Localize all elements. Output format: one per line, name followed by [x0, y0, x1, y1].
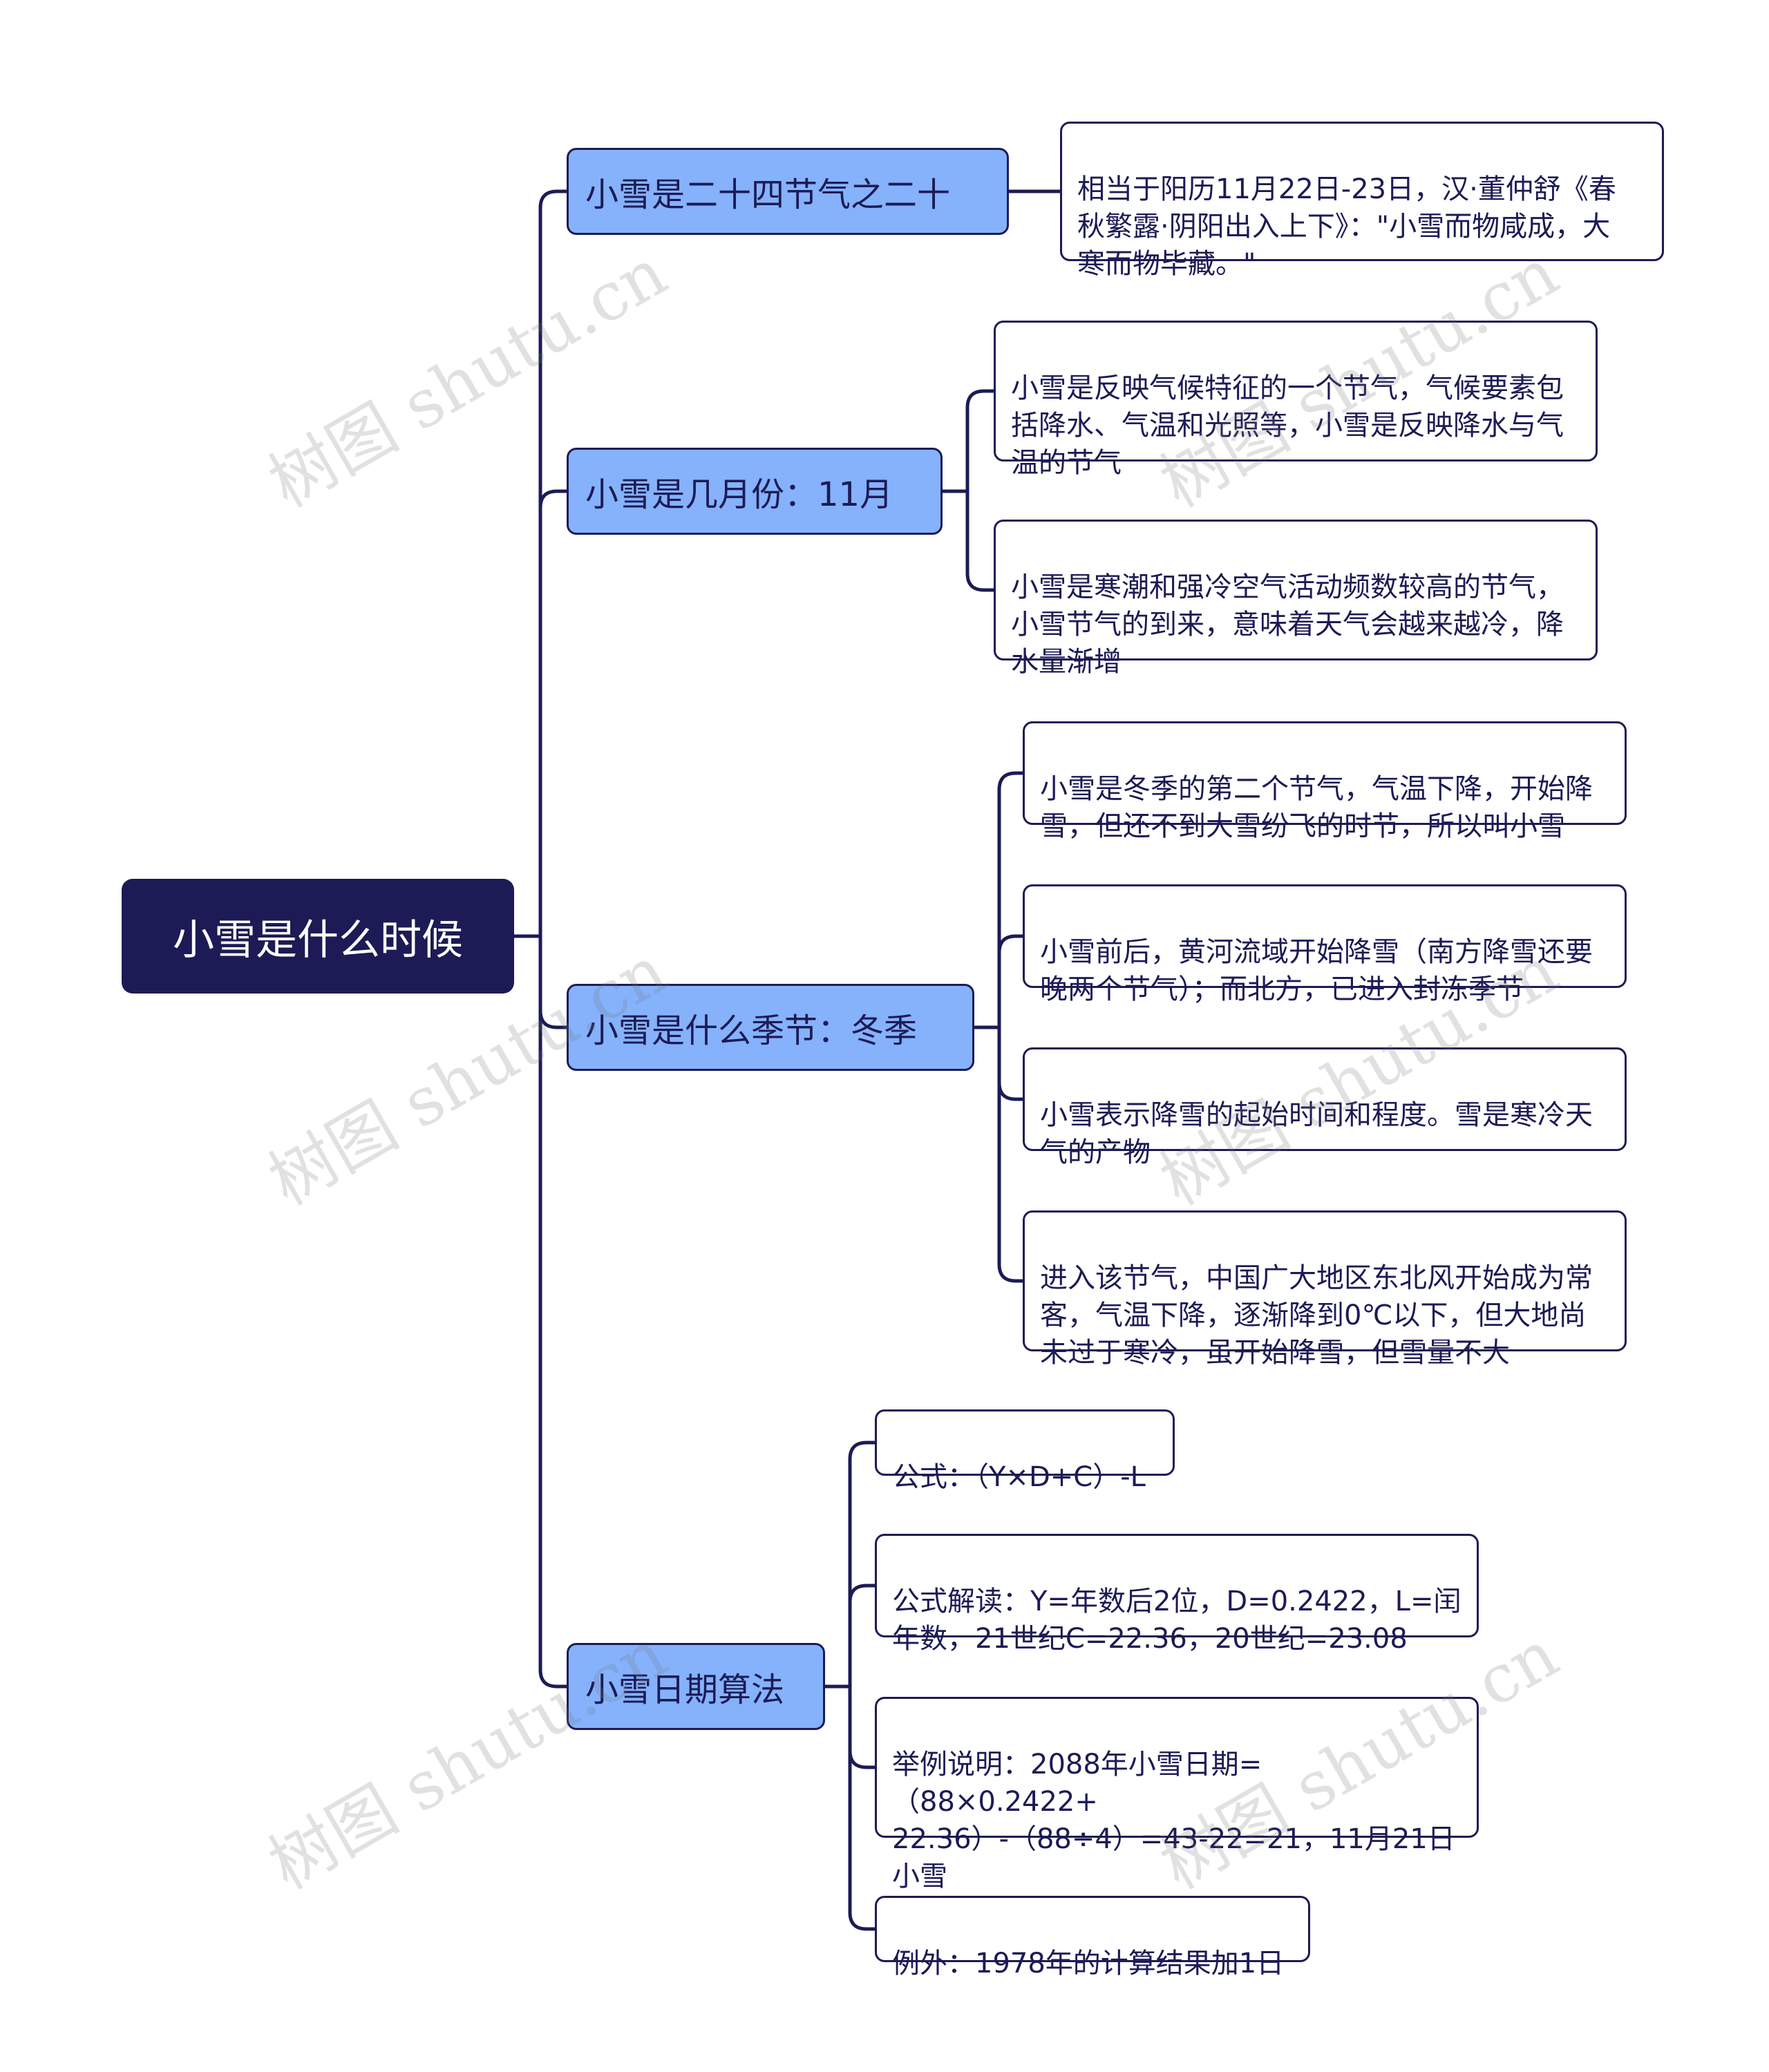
connector-line: [997, 934, 1023, 1027]
branch-topic-label: 小雪是什么季节：冬季: [585, 1011, 918, 1050]
root-topic[interactable]: 小雪是什么时候: [122, 879, 514, 994]
connector-line: [848, 1686, 875, 1769]
connector-line: [538, 189, 567, 936]
detail-topic-text: 公式解读：Y=年数后2位，D=0.2422，L=闰 年数，21世纪C=22.36…: [892, 1586, 1461, 1655]
detail-topic-text: 相当于阳历11月22日-23日，汉·董仲舒《春 秋繁露·阴阳出入上下》："小雪而…: [1077, 173, 1616, 280]
connector-line: [538, 936, 567, 1029]
detail-topic-text: 小雪表示降雪的起始时间和程度。雪是寒冷天 气的产物: [1040, 1099, 1593, 1168]
detail-topic-text: 小雪是冬季的第二个节气，气温下降，开始降 雪，但还不到大雪纷飞的时节，所以叫小雪: [1040, 773, 1593, 842]
detail-topic[interactable]: 小雪是反映气候特征的一个节气，气候要素包 括降水、气温和光照等，小雪是反映降水与…: [994, 321, 1598, 479]
detail-topic-text: 例外：1978年的计算结果加1日: [892, 1948, 1285, 1979]
detail-topic[interactable]: 相当于阳历11月22日-23日，汉·董仲舒《春 秋繁露·阴阳出入上下》："小雪而…: [1060, 122, 1664, 280]
root-topic-label: 小雪是什么时候: [173, 915, 463, 964]
branch-topic-label: 小雪是二十四节气之二十: [585, 175, 951, 214]
detail-topic[interactable]: 进入该节气，中国广大地区东北风开始成为常 客，气温下降，逐渐降到0℃以下，但大地…: [1023, 1210, 1627, 1369]
detail-topic[interactable]: 例外：1978年的计算结果加1日: [875, 1896, 1310, 1979]
connector-line: [848, 1441, 875, 1686]
connector-line: [997, 1027, 1023, 1101]
branch-topic-season[interactable]: 小雪是什么季节：冬季: [567, 984, 974, 1071]
detail-topic[interactable]: 小雪是冬季的第二个节气，气温下降，开始降 雪，但还不到大雪纷飞的时节，所以叫小雪: [1023, 721, 1627, 842]
connector-line: [538, 489, 567, 936]
detail-topic-text: 举例说明：2088年小雪日期=（88×0.2422+ 22.36）-（88÷4）…: [892, 1749, 1455, 1892]
connector-line: [965, 389, 994, 491]
detail-topic-text: 进入该节气，中国广大地区东北风开始成为常 客，气温下降，逐渐降到0℃以下，但大地…: [1040, 1262, 1593, 1369]
detail-topic[interactable]: 公式：（Y×D+C）-L: [875, 1409, 1175, 1493]
detail-topic-text: 小雪是反映气候特征的一个节气，气候要素包 括降水、气温和光照等，小雪是反映降水与…: [1011, 372, 1564, 479]
connector-line: [997, 1027, 1023, 1283]
connector-line: [997, 771, 1023, 1027]
connector-line: [848, 1584, 875, 1686]
detail-topic-text: 小雪是寒潮和强冷空气活动频数较高的节气， 小雪节气的到来，意味着天气会越来越冷，…: [1011, 571, 1564, 678]
branch-topic-date-formula[interactable]: 小雪日期算法: [567, 1643, 825, 1730]
branch-topic-month[interactable]: 小雪是几月份：11月: [567, 448, 943, 535]
detail-topic[interactable]: 举例说明：2088年小雪日期=（88×0.2422+ 22.36）-（88÷4）…: [875, 1697, 1479, 1892]
connector-line: [848, 1686, 875, 1931]
detail-topic[interactable]: 公式解读：Y=年数后2位，D=0.2422，L=闰 年数，21世纪C=22.36…: [875, 1534, 1479, 1655]
detail-topic-text: 小雪前后，黄河流域开始降雪（南方降雪还要 晚两个节气）；而北方，已进入封冻季节: [1040, 936, 1593, 1005]
detail-topic-text: 公式：（Y×D+C）-L: [892, 1461, 1146, 1493]
detail-topic[interactable]: 小雪表示降雪的起始时间和程度。雪是寒冷天 气的产物: [1023, 1047, 1627, 1168]
branch-topic-label: 小雪日期算法: [585, 1671, 785, 1709]
connector-line: [538, 936, 567, 1689]
branch-topic-solar-term[interactable]: 小雪是二十四节气之二十: [567, 148, 1009, 235]
detail-topic[interactable]: 小雪是寒潮和强冷空气活动频数较高的节气， 小雪节气的到来，意味着天气会越来越冷，…: [994, 520, 1598, 678]
connector-line: [965, 491, 994, 592]
branch-topic-label: 小雪是几月份：11月: [585, 475, 893, 514]
detail-topic[interactable]: 小雪前后，黄河流域开始降雪（南方降雪还要 晚两个节气）；而北方，已进入封冻季节: [1023, 884, 1627, 1005]
